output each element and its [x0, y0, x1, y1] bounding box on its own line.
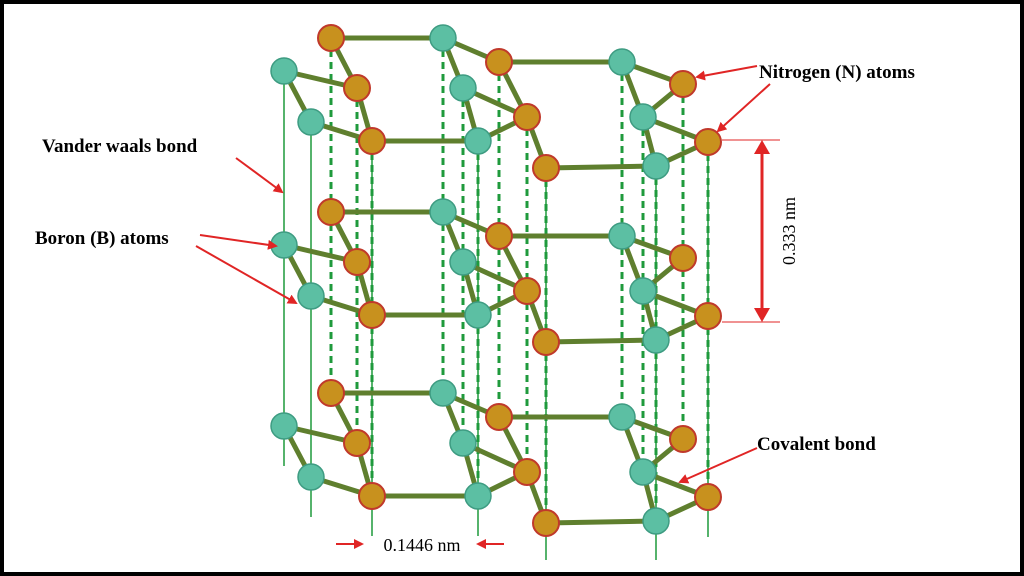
- boron-atom: [429, 24, 457, 52]
- nitrogen-atom: [694, 128, 722, 156]
- nitrogen-atom: [532, 154, 560, 182]
- boron-atom: [429, 379, 457, 407]
- boron-atom: [608, 48, 636, 76]
- vander-waals-solid-bonds: [283, 71, 709, 560]
- covalent-bond: [543, 518, 659, 526]
- boron-atom: [642, 326, 670, 354]
- nitrogen-atom: [485, 48, 513, 76]
- boron-atom: [449, 248, 477, 276]
- boron-atom: [642, 152, 670, 180]
- nitrogen-atom: [358, 482, 386, 510]
- boron-arrow-2: [195, 245, 298, 304]
- nitrogen-atom: [343, 429, 371, 457]
- boron-arrow-1: [199, 234, 278, 250]
- interlayer-arrowhead-top: [754, 140, 770, 154]
- boron-label: Boron (B) atoms: [35, 228, 169, 249]
- nitrogen-atom: [358, 127, 386, 155]
- vander-waals-arrow: [235, 157, 284, 194]
- boron-atom: [449, 74, 477, 102]
- text-labels: Nitrogen (N) atoms Vander waals bond Bor…: [35, 62, 915, 455]
- nitrogen-atom: [694, 483, 722, 511]
- boron-atom: [270, 57, 298, 85]
- nitrogen-atom: [513, 277, 541, 305]
- interlayer-distance-label: 0.333 nm: [779, 197, 799, 265]
- nitrogen-arrow-2: [716, 83, 771, 133]
- boron-atom: [429, 198, 457, 226]
- nitrogen-atom: [669, 425, 697, 453]
- covalent-label: Covalent bond: [757, 434, 876, 455]
- boron-atom: [270, 412, 298, 440]
- atoms: [270, 24, 722, 537]
- nitrogen-atom: [485, 403, 513, 431]
- boron-atom: [608, 222, 636, 250]
- callout-arrows: [195, 65, 771, 484]
- nitrogen-atom: [669, 244, 697, 272]
- nitrogen-atom: [694, 302, 722, 330]
- nitrogen-atom: [317, 379, 345, 407]
- nitrogen-atom: [343, 74, 371, 102]
- nitrogen-label: Nitrogen (N) atoms: [759, 62, 915, 83]
- nitrogen-atom: [343, 248, 371, 276]
- interlayer-arrowhead-bottom: [754, 308, 770, 322]
- boron-atom: [629, 277, 657, 305]
- nitrogen-atom: [532, 509, 560, 537]
- nitrogen-atom: [532, 328, 560, 356]
- boron-atom: [464, 301, 492, 329]
- nitrogen-arrow-1: [695, 65, 758, 81]
- dimension-annotations: 0.333 nm 0.1446 nm: [336, 139, 799, 555]
- boron-atom: [464, 127, 492, 155]
- nitrogen-atom: [317, 24, 345, 52]
- boron-atom: [642, 507, 670, 535]
- covalent-arrow: [678, 447, 758, 484]
- boron-atom: [629, 458, 657, 486]
- nitrogen-atom: [317, 198, 345, 226]
- boron-atom: [449, 429, 477, 457]
- nitrogen-atom: [669, 70, 697, 98]
- covalent-bond: [543, 337, 659, 345]
- nitrogen-atom: [513, 103, 541, 131]
- boron-atom: [629, 103, 657, 131]
- nitrogen-atom: [485, 222, 513, 250]
- nitrogen-atom: [358, 301, 386, 329]
- vander-waals-label: Vander waals bond: [42, 136, 198, 157]
- boron-atom: [464, 482, 492, 510]
- boron-atom: [297, 463, 325, 491]
- boron-atom: [297, 108, 325, 136]
- nitrogen-atom: [513, 458, 541, 486]
- boron-atom: [297, 282, 325, 310]
- covalent-bond: [543, 163, 659, 171]
- boron-atom: [608, 403, 636, 431]
- bond-length-label: 0.1446 nm: [383, 535, 460, 555]
